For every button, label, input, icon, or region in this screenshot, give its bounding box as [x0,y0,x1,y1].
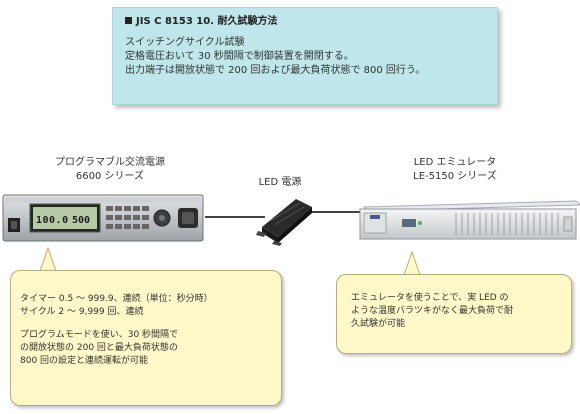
ac-source-label: プログラマブル交流電源 6600 シリーズ [20,156,200,184]
test-method-line: スイッチングサイクル試験 [125,37,245,48]
left-callout-line: プログラムモードを使い、30 秒間隔で [20,330,179,340]
left-callout-spacer [20,319,272,329]
test-method-box: JIS C 8153 10. 耐久試験方法 スイッチングサイクル試験 定格電圧お… [112,7,498,105]
test-method-line: 出力端子は開放状態で 200 回および最大負荷状態で 800 回行う。 [125,65,426,76]
left-callout-line: の開放状態の 200 回と最大負荷状態の [20,343,178,353]
emulator-label: LED エミュレータ LE-5150 シリーズ [380,156,530,184]
left-callout-line: タイマー 0.5 ～ 999.9、連続（単位：秒分時） [20,294,213,304]
test-method-line: 定格電圧おいて 30 秒間隔で制御装置を開閉する。 [125,51,354,62]
led-emulator-graphic [359,200,580,240]
ac-source-display-left: 100.0 [36,215,69,226]
ac-source-display-right: 500 [72,215,91,226]
left-callout-line: サイクル 2 ～ 9,999 回、連続 [20,307,144,317]
led-power-supply-graphic [256,199,312,246]
led-emulator-device [356,197,580,247]
led-power-supply-device [252,191,322,246]
ac-power-source-device: 100.0 500 [2,194,206,244]
right-callout-line: ような温度バラツキがなく最大負荷で耐 [351,306,514,316]
emulator-label-line1: LED エミュレータ [413,157,497,168]
emulator-label-line2: LE-5150 シリーズ [413,171,497,182]
right-callout-pointer [403,250,421,276]
right-callout-line: 久試験が可能 [351,319,406,329]
led-psu-label: LED 電源 [258,177,302,188]
cable-psu-to-emulator [312,211,360,213]
right-callout: エミュレータを使うことで、実 LED の ような温度バラツキがなく最大負荷で耐 … [336,274,572,354]
test-method-title-text: JIS C 8153 10. 耐久試験方法 [136,16,278,27]
square-bullet-icon [125,17,132,24]
test-method-title: JIS C 8153 10. 耐久試験方法 [125,15,485,29]
left-callout: タイマー 0.5 ～ 999.9、連続（単位：秒分時） サイクル 2 ～ 9,9… [10,270,282,406]
ac-source-label-line1: プログラマブル交流電源 [55,157,165,168]
ac-power-source-graphic [2,194,204,242]
left-callout-pointer [39,246,57,272]
cable-ac-to-psu [205,216,265,218]
right-callout-line: エミュレータを使うことで、実 LED の [351,293,509,303]
ac-source-label-line2: 6600 シリーズ [75,171,145,182]
left-callout-line: 800 回の設定と連続運転が可能 [20,356,149,366]
